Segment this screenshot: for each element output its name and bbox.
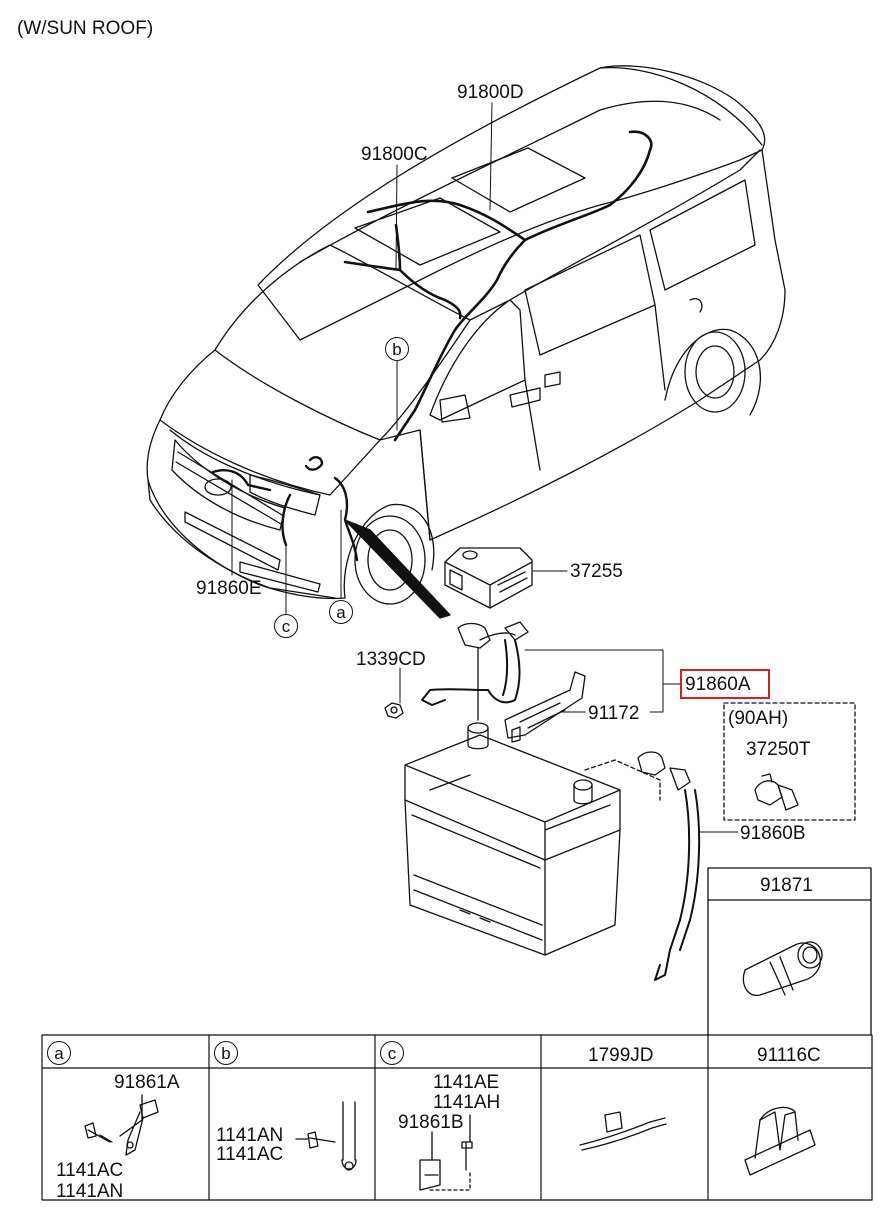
table-header-b: b	[214, 1041, 238, 1065]
bracket-part	[504, 671, 586, 743]
table-header-1799jd: 1799JD	[588, 1045, 654, 1066]
sensor-part	[754, 773, 799, 811]
callout-37250t: 37250T	[746, 739, 811, 760]
callout-91860b: 91860B	[740, 823, 806, 844]
part-label-91861b: 91861B	[398, 1112, 464, 1133]
marker-c: c	[274, 614, 298, 638]
variant-title: (W/SUN ROOF)	[17, 18, 154, 39]
callout-91800c: 91800C	[361, 144, 428, 165]
marker-a: a	[329, 600, 353, 624]
part-label-91861a: 91861A	[114, 1072, 180, 1093]
van-illustration	[146, 65, 786, 605]
cell-a-parts	[84, 1094, 159, 1156]
leader-lines	[231, 102, 739, 833]
part-label-b-1141an: 1141AN	[216, 1125, 284, 1146]
battery-cable-minus	[637, 751, 701, 981]
front-harness	[211, 456, 359, 562]
battery	[404, 722, 621, 956]
marker-b: b	[385, 337, 409, 361]
callout-91800d: 91800D	[457, 82, 524, 103]
callout-91172: 91172	[588, 703, 640, 724]
option-box	[723, 702, 856, 821]
callout-91860e: 91860E	[196, 578, 262, 599]
battery-cable-plus	[421, 621, 529, 721]
roof-harness	[343, 130, 653, 442]
grommet-part	[742, 941, 823, 997]
cell-b-parts	[295, 1101, 357, 1171]
bottom-table	[41, 1034, 873, 1201]
detail-pointer	[344, 519, 451, 619]
option-label: (90AH)	[728, 708, 789, 729]
nut-part	[384, 702, 404, 719]
cable-tie-part	[579, 1111, 667, 1151]
pdb-cover	[444, 547, 533, 609]
callout-91871: 91871	[760, 875, 813, 896]
part-label-b-1141ac: 1141AC	[216, 1144, 284, 1165]
part-label-a-1141an: 1141AN	[56, 1181, 124, 1202]
terminal-link	[584, 759, 661, 801]
callout-91860a: 91860A	[685, 674, 751, 695]
table-header-a: a	[47, 1041, 71, 1065]
callout-37255: 37255	[570, 561, 623, 582]
clip-part	[744, 1106, 816, 1176]
highlight-box	[680, 669, 770, 699]
part-label-a-1141ac: 1141AC	[56, 1160, 124, 1181]
grommet-box	[707, 867, 872, 1036]
table-header-c: c	[380, 1041, 404, 1065]
cell-c-parts	[419, 1114, 473, 1191]
table-header-91116c: 91116C	[757, 1045, 821, 1066]
callout-1339cd: 1339CD	[356, 649, 426, 670]
part-label-1141ae: 1141AE	[433, 1072, 500, 1093]
part-label-1141ah: 1141AH	[433, 1092, 501, 1113]
